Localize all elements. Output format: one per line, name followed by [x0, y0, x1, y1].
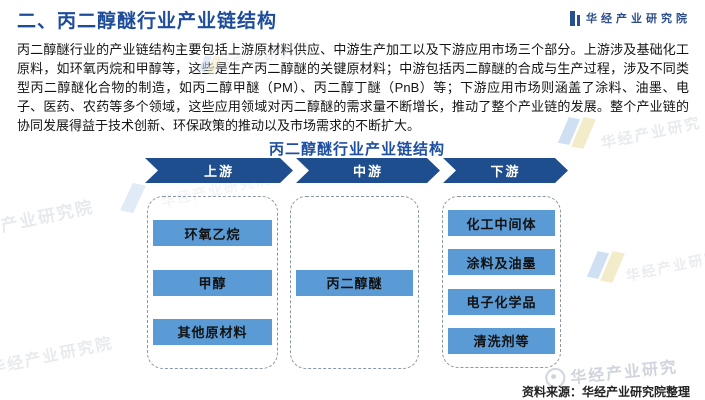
watermark-text: 华经产业研究院 — [0, 197, 96, 244]
chain-item-box: 涂料及油墨 — [448, 249, 555, 276]
chain-item-box: 化工中间体 — [448, 210, 555, 237]
chain-item-box: 其他原材料 — [153, 318, 272, 345]
stage-label: 下游 — [490, 164, 521, 179]
downstream-group: 化工中间体涂料及油墨电子化学品清洗剂等 — [442, 196, 561, 368]
upstream-group: 环氧乙烷甲醇其他原材料 — [147, 196, 278, 369]
chain-item-box: 环氧乙烷 — [153, 220, 272, 247]
brand-logo-icon — [570, 10, 580, 26]
chain-item-box: 清洗剂等 — [448, 327, 555, 354]
diagram-title: 丙二醇醚行业产业链结构 — [268, 141, 445, 158]
watermark-text: 华经产业研究 — [624, 248, 705, 284]
watermark-shape — [120, 182, 146, 214]
brand-logo-text: 华经产业研究院 — [586, 13, 691, 25]
brand-logo: 华经产业研究院 — [570, 10, 691, 26]
stage-banner-midstream: 中游 — [296, 158, 440, 183]
midstream-group: 丙二醇醚 — [290, 196, 419, 369]
watermark-logo — [586, 251, 625, 283]
intro-paragraph: 丙二醇醚行业的产业链结构主要包括上游原材料供应、中游生产加工以及下游应用市场三个… — [17, 42, 689, 133]
stage-label: 中游 — [352, 164, 383, 179]
watermark-text: 华经产业研究院 — [0, 335, 115, 378]
chain-item-box: 甲醇 — [153, 269, 272, 296]
chain-item-box: 电子化学品 — [448, 288, 555, 315]
stage-banner-downstream: 下游 — [443, 158, 568, 183]
source-note: 资料来源：华经产业研究院整理 — [521, 385, 690, 399]
stage-banner-upstream: 上游 — [145, 158, 293, 183]
chain-item-box: 丙二醇醚 — [296, 269, 413, 296]
page-title: 二、丙二醇醚行业产业链结构 — [17, 11, 278, 32]
stage-label: 上游 — [203, 164, 234, 179]
